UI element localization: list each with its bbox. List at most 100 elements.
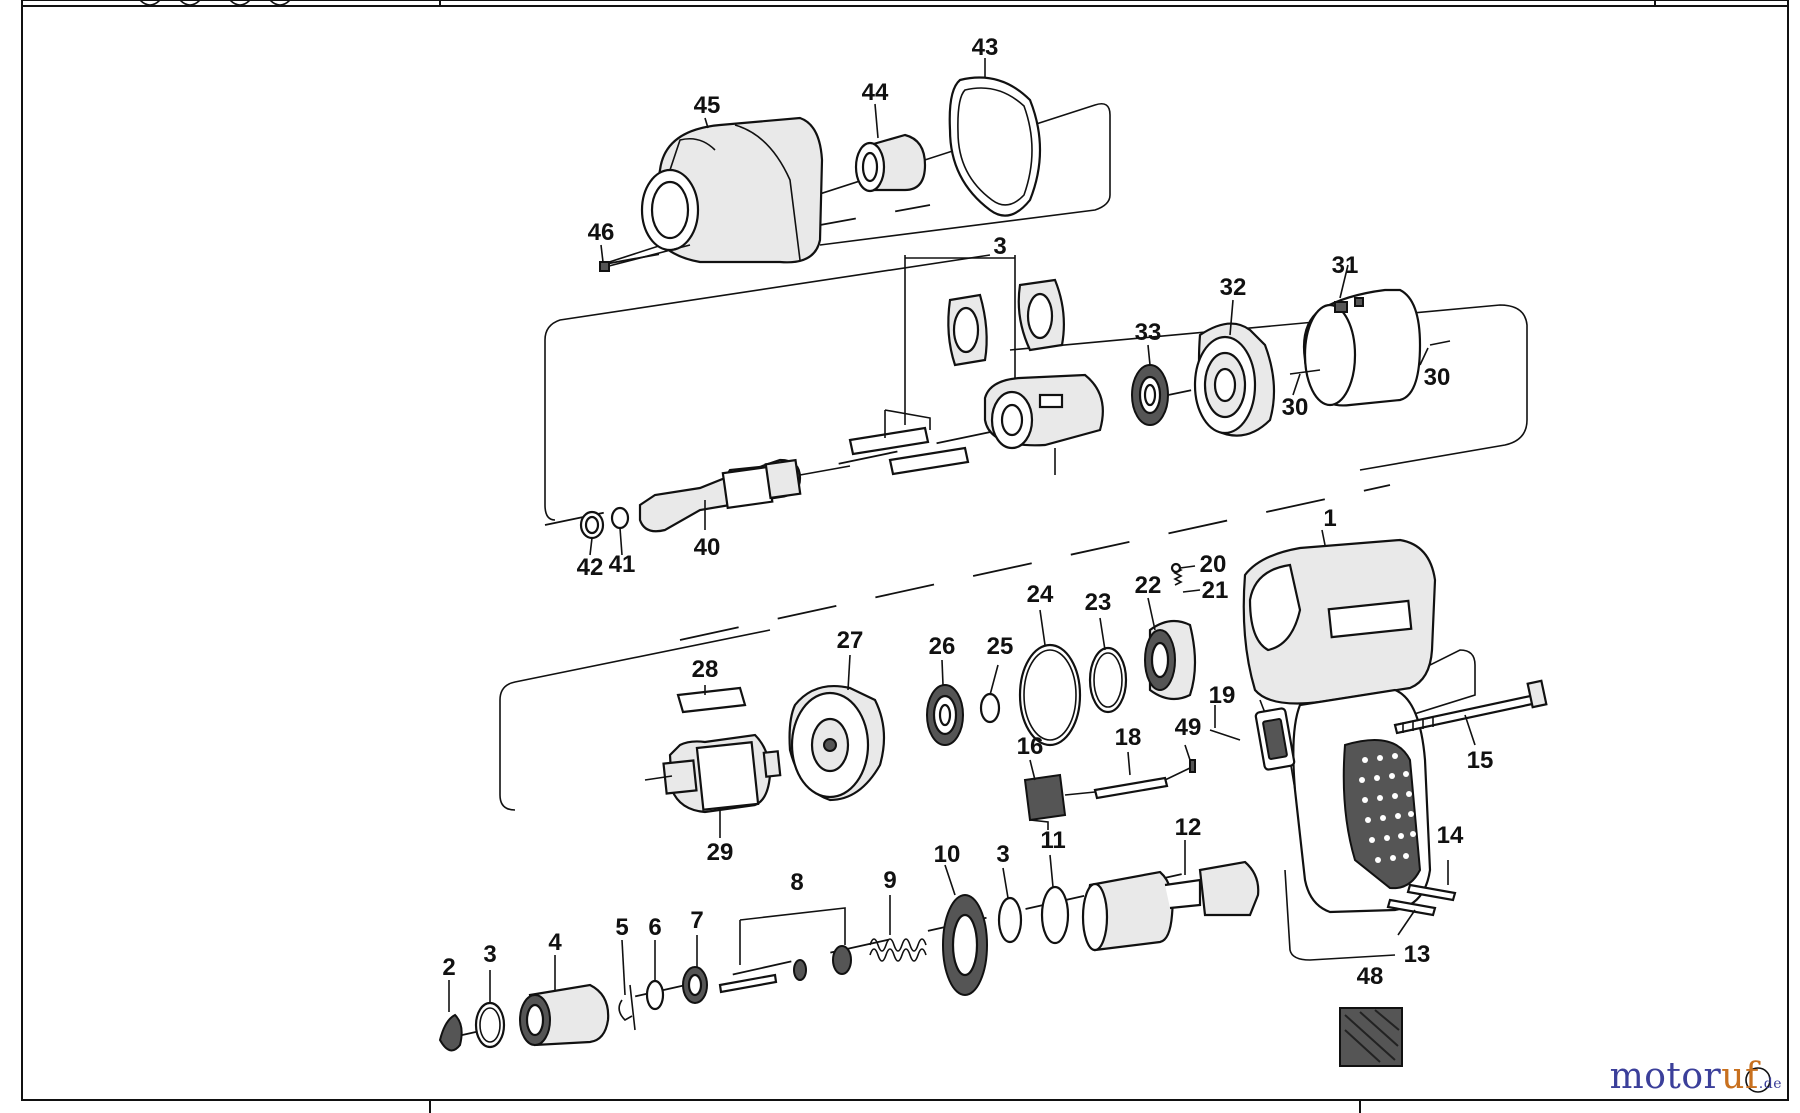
- label-13: 13: [1404, 941, 1431, 968]
- label-3: 3: [483, 941, 496, 968]
- part-4-exhaust-deflector: [519, 983, 610, 1047]
- part-5-clip: [618, 984, 636, 1031]
- label-27: 27: [837, 627, 864, 654]
- label-19: 19: [1209, 682, 1236, 709]
- group-frame-middle: [544, 254, 1528, 521]
- label-43: 43: [972, 34, 999, 61]
- part-48-filter: [1339, 1007, 1403, 1067]
- label-32: 32: [1220, 274, 1247, 301]
- part-46-screw: [599, 244, 691, 272]
- label-6: 6: [648, 914, 661, 941]
- label-16: 16: [1017, 733, 1044, 760]
- part-27-rear-plate: [788, 684, 886, 802]
- part-14-pin: [1406, 883, 1457, 902]
- part-15-bolt: [1393, 679, 1548, 735]
- group-frame-top: [599, 102, 1111, 266]
- label-23: 23: [1085, 589, 1112, 616]
- part-25-circlip: [979, 692, 1001, 724]
- label-41: 41: [609, 551, 636, 578]
- label-24: 24: [1027, 581, 1054, 608]
- part-23-o-ring: [1088, 646, 1128, 714]
- label-29: 29: [707, 839, 734, 866]
- part-43-gasket: [948, 76, 1042, 217]
- logo-fragment: [139, 0, 291, 6]
- group-frame-handle: [1284, 869, 1396, 961]
- part-49-ring: [1189, 759, 1196, 773]
- part-1-housing: [1242, 538, 1437, 914]
- part-19-pin: [1209, 729, 1241, 741]
- part-24-o-ring: [1018, 643, 1082, 747]
- part-29-rotor: [644, 733, 782, 814]
- label-22: 22: [1135, 572, 1162, 599]
- part-32-front-plate: [1193, 322, 1276, 437]
- part-33-bearing: [1131, 364, 1169, 426]
- label-30: 30: [1282, 394, 1309, 421]
- copyright-icon: [1745, 1067, 1771, 1093]
- label-12: 12: [1175, 814, 1202, 841]
- part-11-o-ring: [1040, 885, 1070, 945]
- part-20-ball: [1170, 562, 1182, 574]
- part-30-pin: [1429, 340, 1451, 346]
- label-18: 18: [1115, 724, 1142, 751]
- label-2: 2: [442, 954, 455, 981]
- part-9-spring: [869, 938, 927, 962]
- label-44: 44: [862, 79, 889, 106]
- part-hammer-pins: [848, 409, 970, 476]
- label-28: 28: [692, 656, 719, 683]
- part-labels: 1 2 3 3 3 4 5 6 7 8 9 10 11 12 13 14 15 …: [442, 34, 1493, 990]
- label-10: 10: [934, 841, 961, 868]
- label-30: 30: [1424, 364, 1451, 391]
- label-15: 15: [1467, 747, 1494, 774]
- part-hammer-cage: [983, 373, 1104, 475]
- label-31: 31: [1332, 252, 1359, 279]
- part-13-pin: [1386, 898, 1437, 917]
- label-8: 8: [790, 869, 803, 896]
- label-21: 21: [1202, 577, 1229, 604]
- label-7: 7: [690, 907, 703, 934]
- label-9: 9: [883, 867, 896, 894]
- part-6-o-ring: [645, 979, 665, 1011]
- bracket-3: [904, 255, 1016, 425]
- part-41-ring: [610, 506, 630, 530]
- label-25: 25: [987, 633, 1014, 660]
- label-45: 45: [694, 92, 721, 119]
- part-45-hammer-case: [640, 116, 824, 264]
- part-22-reverse-valve: [1144, 619, 1197, 701]
- label-33: 33: [1135, 319, 1162, 346]
- label-4: 4: [548, 929, 562, 956]
- label-11: 11: [1040, 827, 1065, 854]
- part-3-o-ring: [997, 896, 1023, 944]
- label-40: 40: [694, 534, 721, 561]
- part-40-anvil: [638, 458, 851, 533]
- group-frame-lower: [499, 629, 1476, 811]
- label-3: 3: [996, 841, 1009, 868]
- grip-texture: [1359, 753, 1416, 863]
- axis-line: [599, 204, 931, 266]
- label-26: 26: [929, 633, 956, 660]
- label-20: 20: [1200, 551, 1227, 578]
- part-3-hammer-dog-left: [947, 293, 988, 367]
- part-44-bushing: [854, 133, 927, 193]
- part-12-air-inlet: [1081, 860, 1260, 952]
- part-8-regulator: [718, 907, 852, 994]
- part-31-cylinder: [1302, 288, 1422, 407]
- axis-line: [679, 484, 1391, 641]
- label-1: 1: [1323, 505, 1336, 532]
- part-7-bushing: [682, 966, 708, 1004]
- part-16-trigger: [1023, 773, 1096, 830]
- label-49: 49: [1175, 714, 1202, 741]
- part-10-valve-disc: [942, 894, 988, 996]
- watermark-main: motor: [1609, 1056, 1722, 1097]
- label-5: 5: [615, 914, 628, 941]
- part-2-cap: [438, 1013, 463, 1052]
- watermark: motoruf.de: [1610, 1056, 1782, 1097]
- part-21-spring: [1173, 566, 1183, 586]
- part-26-bearing: [926, 684, 964, 746]
- leader-lines: [448, 58, 1476, 1012]
- part-30-pin: [1289, 369, 1321, 375]
- watermark-suffix: .de: [1758, 1076, 1782, 1092]
- label-14: 14: [1437, 822, 1464, 849]
- part-28-vane: [676, 686, 747, 714]
- watermark-accent: uf: [1721, 1056, 1759, 1097]
